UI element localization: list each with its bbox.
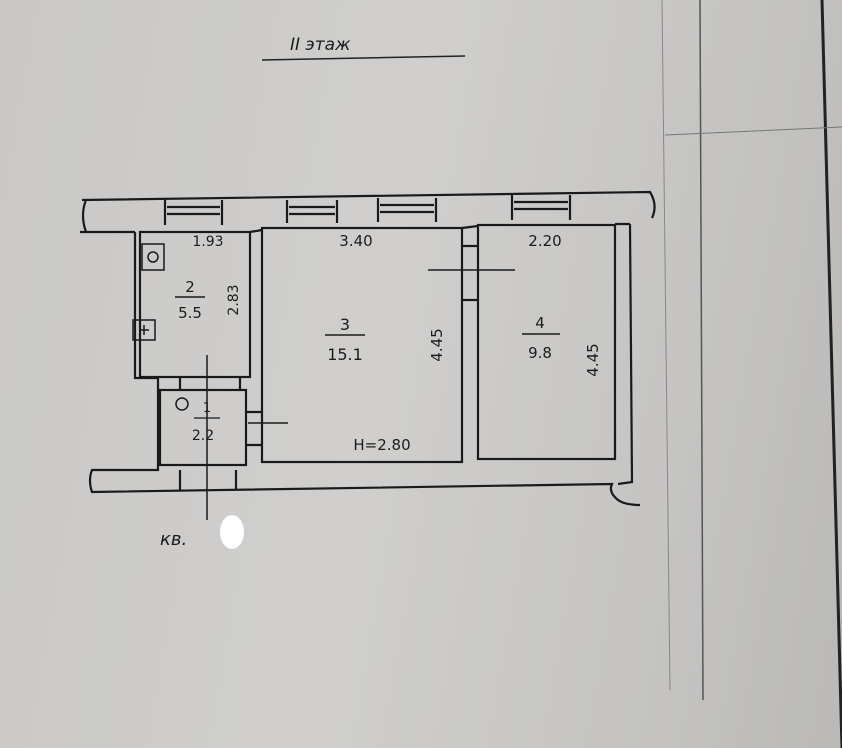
page-rule — [664, 126, 842, 136]
title-underline — [261, 55, 466, 61]
page-edge — [820, 0, 842, 748]
room-1-area: 2.2 — [192, 428, 214, 444]
walls — [80, 190, 656, 507]
section-lines — [206, 269, 515, 520]
room-4-length: 4.45 — [584, 343, 602, 376]
sink-icon — [132, 319, 156, 341]
room-4-width: 2.20 — [528, 232, 561, 250]
room-2-number: 2 — [185, 278, 195, 296]
room-4-area: 9.8 — [528, 344, 552, 362]
room-3-length: 4.45 — [428, 328, 446, 361]
room-1-number: 1 — [203, 401, 211, 416]
room-3-width: 3.40 — [339, 232, 372, 250]
room-2-width: 1.93 — [192, 234, 223, 250]
room-4-number: 4 — [535, 314, 545, 332]
room-3-area: 15.1 — [327, 345, 363, 364]
stove-icon — [141, 243, 165, 271]
page-margin-line — [699, 0, 704, 701]
room-2-area: 5.5 — [178, 304, 202, 322]
apartment-label: кв. — [160, 529, 187, 550]
floor-title: II этаж — [290, 35, 351, 55]
toilet-icon — [175, 397, 189, 411]
room-2-length: 2.83 — [226, 284, 242, 315]
room-3-number: 3 — [340, 315, 350, 334]
ceiling-height: H=2.80 — [353, 436, 410, 454]
stove-burner-icon — [147, 251, 159, 263]
page-rule-vertical — [661, 0, 671, 691]
redacted-apartment-number — [220, 515, 244, 549]
